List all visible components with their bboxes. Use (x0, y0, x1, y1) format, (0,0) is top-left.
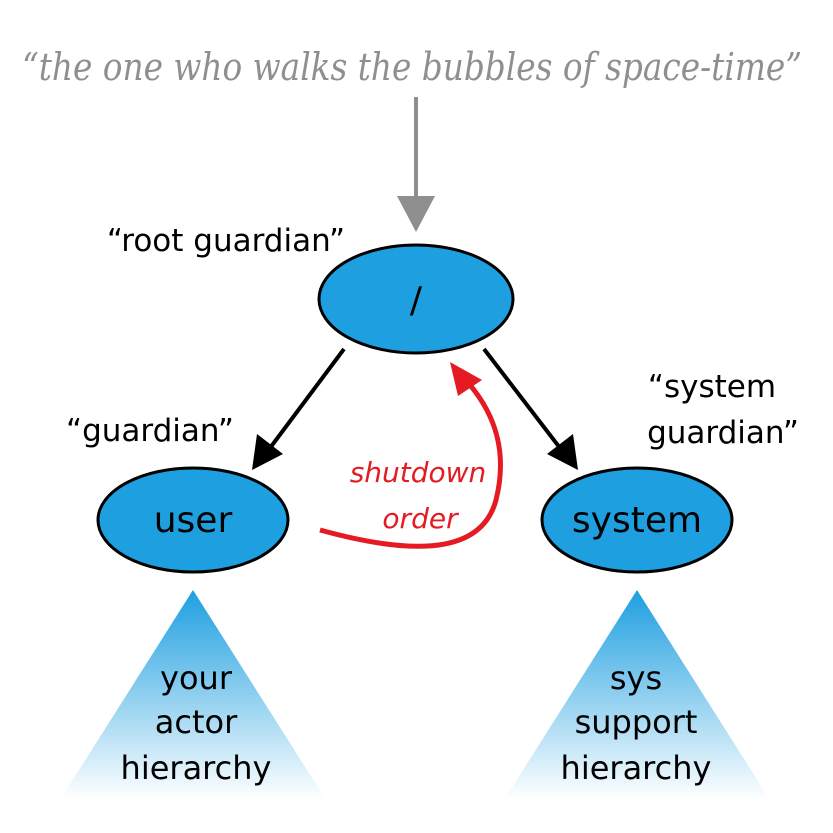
system-hierarchy-line2: support (575, 703, 698, 741)
system-guardian-caption-line2: guardian” (647, 415, 799, 451)
root-node[interactable]: / (317, 243, 515, 355)
user-node[interactable]: user (96, 466, 290, 574)
system-node[interactable]: system (540, 466, 734, 574)
space-time-quote: “the one who walks the bubbles of space-… (22, 45, 802, 89)
root-node-label: / (410, 280, 423, 321)
root-guardian-caption: “root guardian” (107, 223, 345, 259)
system-node-label: system (572, 500, 702, 541)
user-hierarchy-line3: hierarchy (121, 749, 272, 787)
shutdown-label: shutdown (350, 456, 487, 489)
user-hierarchy-triangle: your actor hierarchy (60, 590, 326, 800)
system-guardian-caption-line1: “system (648, 369, 776, 405)
order-label: order (382, 502, 459, 535)
system-hierarchy-line3: hierarchy (561, 749, 712, 787)
guardian-caption: “guardian” (66, 413, 234, 449)
user-hierarchy-line2: actor (155, 703, 238, 741)
arrow-root-to-user (252, 347, 346, 470)
user-hierarchy-line1: your (160, 659, 233, 697)
system-hierarchy-triangle: sys support hierarchy (504, 590, 770, 800)
gray-arrow (397, 97, 435, 232)
shutdown-order-arrow (319, 362, 504, 549)
system-hierarchy-line1: sys (610, 659, 662, 697)
arrow-root-to-system (482, 347, 578, 470)
user-node-label: user (154, 500, 233, 541)
